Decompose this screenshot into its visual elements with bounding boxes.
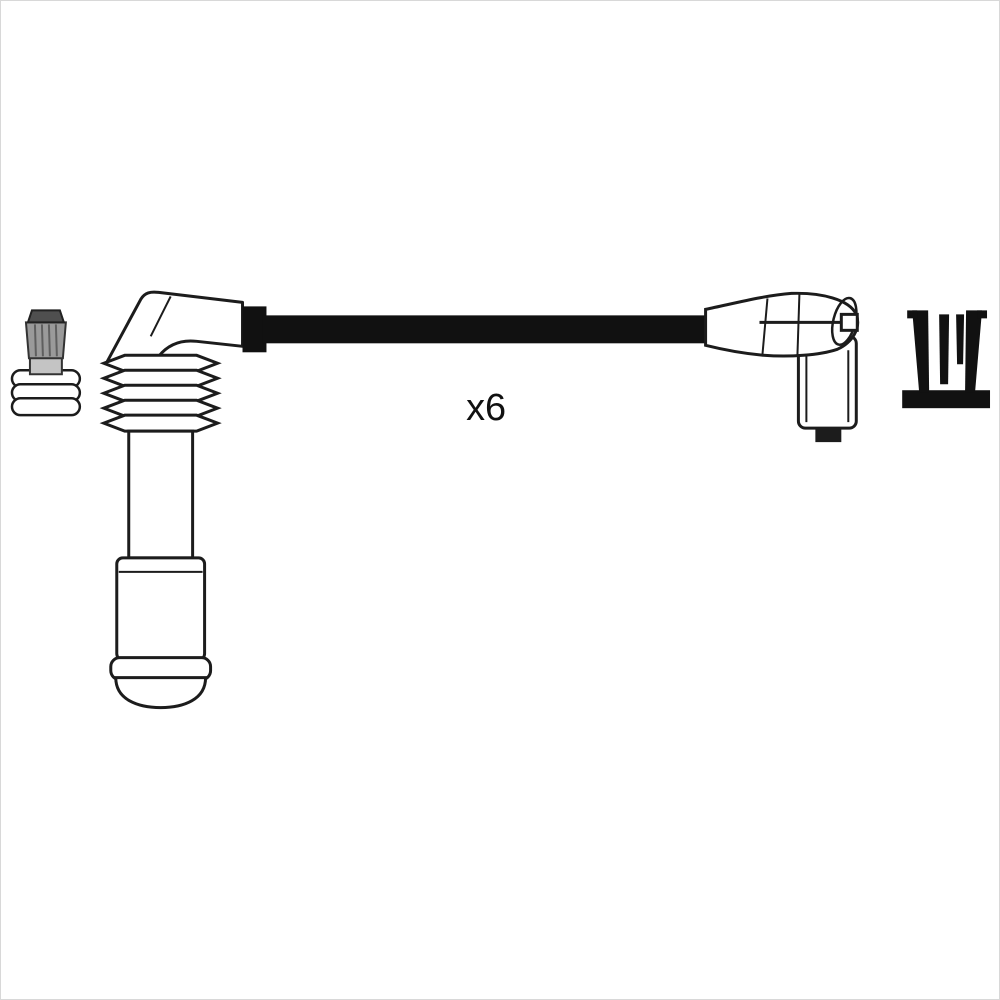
boot-neck bbox=[127, 429, 195, 560]
cable-ferrule bbox=[242, 306, 267, 353]
boot-body bbox=[115, 556, 207, 662]
spark-plug-boot-icon bbox=[99, 290, 708, 710]
coil-connector-icon bbox=[704, 291, 860, 443]
boot-ribs bbox=[99, 353, 222, 433]
ignition-cable-icon bbox=[262, 315, 708, 344]
quantity-label: x6 bbox=[466, 387, 506, 429]
boot-flange bbox=[109, 656, 213, 710]
connector-socket-icon bbox=[902, 310, 991, 409]
connector-nub bbox=[815, 428, 842, 443]
spark-plug-terminal-icon bbox=[10, 309, 82, 417]
connector-horn bbox=[704, 291, 860, 358]
